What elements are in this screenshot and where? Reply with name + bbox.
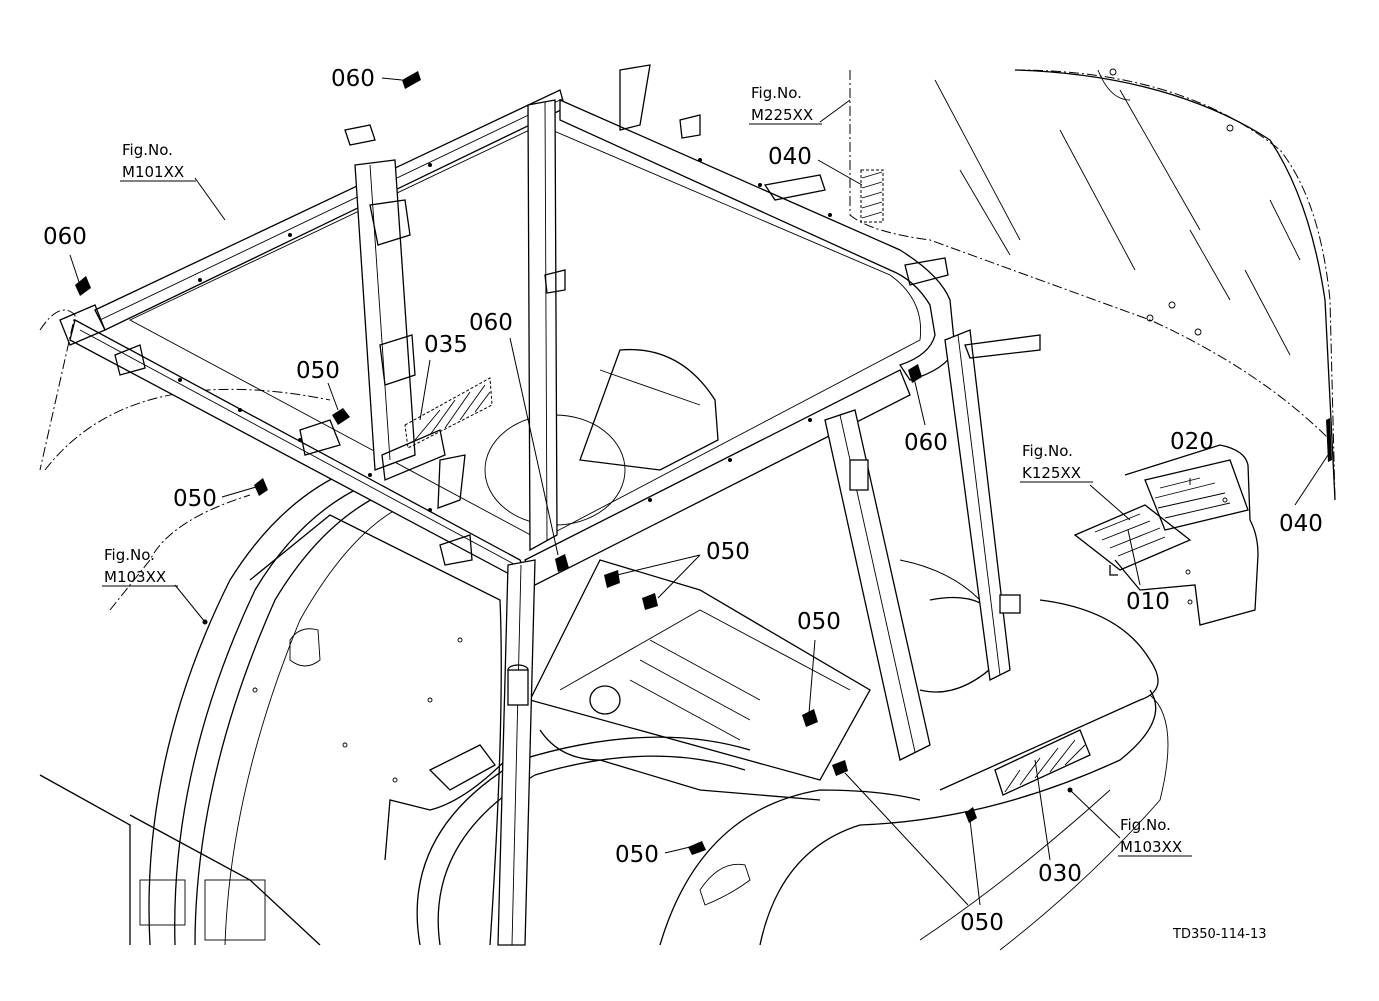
callout-050-c: 050 [706,539,750,565]
callout-040-right: 040 [1279,511,1323,537]
callout-030: 030 [1038,861,1082,887]
callout-050-a: 050 [296,358,340,384]
leader-lines [69,77,1329,906]
decal-035 [404,377,493,449]
callout-060-left: 060 [43,224,87,250]
fig-ref-m101-code: M101XX [122,163,184,181]
fig-ref-m103-left-label: Fig.No. [104,546,155,564]
drawing-code: TD350-114-13 [1172,927,1267,942]
fig-ref-m103-left-code: M103XX [104,568,166,586]
floor-panel [384,348,871,861]
fig-ref-m225-code: M225XX [751,106,813,124]
fig-ref-m225-label: Fig.No. [751,84,802,102]
cab-pillars [354,99,1021,946]
callout-020: 020 [1170,429,1214,455]
figure-references: Fig.No. M101XX Fig.No. M225XX Fig.No. M1… [102,84,1192,857]
callout-035: 035 [424,332,468,358]
callout-050-e: 050 [615,842,659,868]
fig-ref-k125-label: Fig.No. [1022,442,1073,460]
decal-040-upper [860,169,884,223]
rear-window-glass [934,68,1336,501]
callout-050-f: 050 [960,910,1004,936]
cab-roof-frame [59,89,956,587]
callout-050-d: 050 [797,609,841,635]
roof-brackets [114,64,1041,566]
fig-ref-k125-code: K125XX [1022,464,1081,482]
callout-labels: 060 060 060 060 035 050 050 050 050 050 … [43,66,1323,936]
fig-ref-m103-right-label: Fig.No. [1120,816,1171,834]
decal-030 [994,729,1091,796]
callout-060-right: 060 [904,430,948,456]
callout-040-top: 040 [768,144,812,170]
fig-ref-m103-right-code: M103XX [1120,838,1182,856]
callout-050-b: 050 [173,486,217,512]
fig-ref-m101-label: Fig.No. [122,141,173,159]
sticker-markers [75,71,1332,855]
callout-060-top: 060 [331,66,375,92]
callout-010: 010 [1126,589,1170,615]
side-console [1073,444,1259,626]
left-fender [39,469,502,946]
callout-060-mid: 060 [469,310,513,336]
phantom-outlines [39,69,1336,611]
